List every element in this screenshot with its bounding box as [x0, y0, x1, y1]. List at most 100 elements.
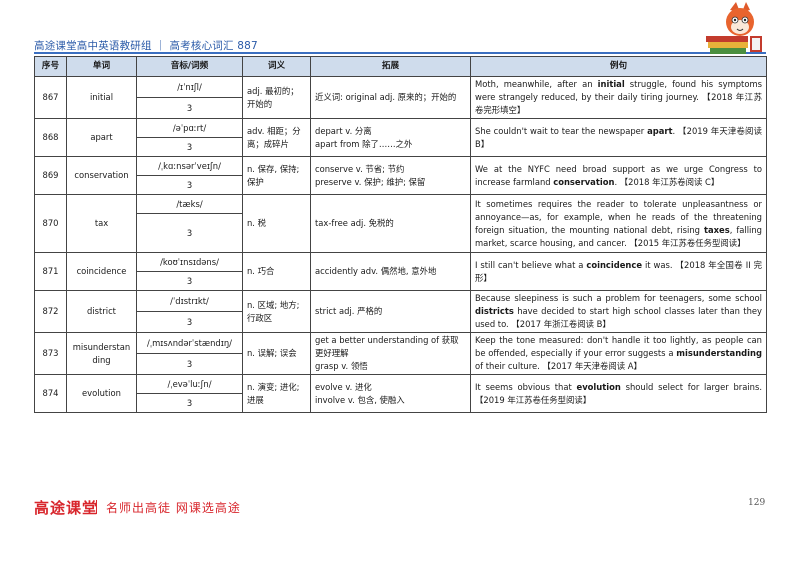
column-header-number: 序号 — [34, 56, 67, 77]
entry-example: Keep the tone measured: don't handle it … — [470, 332, 767, 375]
example-keyword: coincidence — [586, 259, 643, 270]
extension-line: get a better understanding of 获取更好理解 — [315, 335, 459, 358]
header-divider — [34, 52, 766, 54]
entry-example: We at the NYFC need broad support as we … — [470, 156, 767, 195]
entry-word: district — [66, 290, 137, 333]
entry-meaning: adv. 相距；分离；成碎片 — [242, 118, 311, 157]
entry-phonetic: /ɪˈnɪʃl/ — [136, 76, 243, 98]
entry-meaning: n. 税 — [242, 194, 311, 253]
table-row: 870 tax /tæks/ n. 税 tax-free adj. 免税的 It… — [34, 194, 767, 253]
entry-frequency: 3 — [136, 311, 243, 333]
page-number: 129 — [748, 498, 766, 508]
example-keyword: taxes — [703, 224, 730, 235]
example-text: Keep the tone measured: don't handle it … — [475, 335, 762, 358]
entry-frequency: 3 — [136, 393, 243, 413]
footer-slogan: 名师出高徒 网课选高途 — [106, 501, 241, 515]
entry-frequency: 3 — [136, 175, 243, 195]
entry-word: evolution — [66, 374, 137, 413]
example-text: Because sleepiness is such a problem for… — [475, 293, 762, 303]
extension-line: involve v. 包含, 使融入 — [315, 394, 405, 405]
example-text: , falling market, scarce housing, and ca… — [475, 224, 762, 248]
entry-frequency: 3 — [136, 213, 243, 253]
extension-line: 近义词: original adj. 原来的；开始的 — [315, 92, 457, 102]
entry-meaning: adj. 最初的；开始的 — [242, 76, 311, 119]
column-header-extension: 拓展 — [310, 56, 471, 77]
entry-frequency: 3 — [136, 97, 243, 119]
entry-frequency: 3 — [136, 271, 243, 291]
entry-word: coincidence — [66, 252, 137, 291]
column-header-phonetic: 音标/词频 — [136, 56, 243, 77]
table-header-row: 序号 单词 音标/词频 词义 拓展 例句 — [34, 56, 767, 77]
column-header-word: 单词 — [66, 56, 137, 77]
table-row: 873 misunderstanding /ˌmɪsʌndərˈstændɪŋ/… — [34, 332, 767, 375]
entry-phonetic: /ˌkɑːnsərˈveɪʃn/ — [136, 156, 243, 176]
column-header-example: 例句 — [470, 56, 767, 77]
extension-line: conserve v. 节省; 节约 — [315, 163, 405, 174]
example-text: struggle, found his symptoms were strang… — [475, 79, 762, 115]
entry-phonetic: /əˈpɑːrt/ — [136, 118, 243, 138]
example-text: Moth, meanwhile, after an — [475, 79, 598, 89]
header-title: 高途课堂高中英语教研组 ｜ 高考核心词汇 887 — [34, 40, 258, 52]
table-row: 3 — [35, 393, 767, 413]
example-text: She couldn't wait to tear the newspaper — [475, 125, 648, 136]
entry-number: 871 — [34, 252, 67, 291]
entry-meaning: n. 误解; 误会 — [242, 332, 311, 375]
entry-number: 868 — [34, 118, 67, 157]
example-text: it was. 【2018 年全国卷 II 完形】 — [475, 259, 762, 283]
entry-meaning: n. 保存, 保持; 保护 — [242, 156, 311, 195]
example-keyword: apart — [647, 125, 673, 136]
example-text: of their culture. 【2017 年天津卷阅读 A】 — [475, 361, 642, 371]
entry-meaning: n. 区域; 地方; 行政区 — [242, 290, 311, 333]
entry-word: misunderstanding — [66, 332, 137, 375]
example-text: have decided to start high school classe… — [475, 306, 762, 329]
vocabulary-table: 序号 单词 音标/词频 词义 拓展 例句 867 initial /ɪˈnɪʃl… — [34, 56, 767, 413]
extension-line: accidently adv. 偶然地, 意外地 — [315, 266, 437, 276]
entry-example: It seems obvious that evolution should s… — [470, 374, 767, 413]
example-keyword: misunderstanding — [676, 348, 762, 358]
table-row: 868 apart /əˈpɑːrt/ adv. 相距；分离；成碎片 depar… — [34, 118, 767, 157]
footer-divider — [96, 500, 97, 514]
footer-brand-logo: 高途课堂 — [34, 499, 99, 517]
entry-example: Because sleepiness is such a problem for… — [470, 290, 767, 333]
extension-line: grasp v. 领悟 — [315, 361, 368, 371]
entry-frequency: 3 — [136, 353, 243, 375]
example-text: It sometimes requires the reader to tole… — [475, 198, 762, 235]
entry-phonetic: /tæks/ — [136, 194, 243, 214]
entry-example: Moth, meanwhile, after an initial strugg… — [470, 76, 767, 119]
entry-number: 873 — [34, 332, 67, 375]
extension-line: depart v. 分离 — [315, 125, 372, 136]
example-keyword: evolution — [576, 381, 621, 392]
entry-phonetic: /koʊˈɪnsɪdəns/ — [136, 252, 243, 272]
example-keyword: initial — [597, 79, 625, 89]
entry-frequency: 3 — [136, 137, 243, 157]
example-text: I still can't believe what a — [475, 259, 587, 270]
example-text: It seems obvious that — [475, 381, 577, 392]
entry-phonetic: /ˌevəˈluːʃn/ — [136, 374, 243, 394]
extension-line: tax-free adj. 免税的 — [315, 218, 394, 228]
cartoon-fox-reading-icon — [706, 2, 762, 54]
entry-number: 869 — [34, 156, 67, 195]
example-text: We at the NYFC need broad support as we … — [475, 163, 762, 187]
table-row: 867 initial /ɪˈnɪʃl/ adj. 最初的；开始的 近义词: o… — [34, 76, 767, 119]
entry-meaning: n. 演变; 进化; 进展 — [242, 374, 311, 413]
table-row: 872 district /ˈdɪstrɪkt/ n. 区域; 地方; 行政区 … — [34, 290, 767, 333]
entry-number: 870 — [34, 194, 67, 253]
entry-meaning: n. 巧合 — [242, 252, 311, 291]
column-header-meaning: 词义 — [242, 56, 311, 77]
entry-example: She couldn't wait to tear the newspaper … — [470, 118, 767, 157]
entry-word: tax — [66, 194, 137, 253]
entry-number: 872 — [34, 290, 67, 333]
example-keyword: conservation — [553, 176, 615, 187]
entry-word: conservation — [66, 156, 137, 195]
table-row: 871 coincidence /koʊˈɪnsɪdəns/ n. 巧合 acc… — [34, 252, 767, 291]
entry-phonetic: /ˈdɪstrɪkt/ — [136, 290, 243, 312]
entry-extension: get a better understanding of 获取更好理解 gras… — [310, 332, 471, 375]
entry-extension: evolve v. 进化 involve v. 包含, 使融入 — [310, 374, 471, 413]
example-text: . 【2018 年江苏卷阅读 C】 — [614, 176, 720, 187]
entry-word: apart — [66, 118, 137, 157]
entry-extension: accidently adv. 偶然地, 意外地 — [310, 252, 471, 291]
extension-line: evolve v. 进化 — [315, 381, 372, 392]
example-text: should select for larger brains. 【2019 年… — [475, 381, 762, 405]
